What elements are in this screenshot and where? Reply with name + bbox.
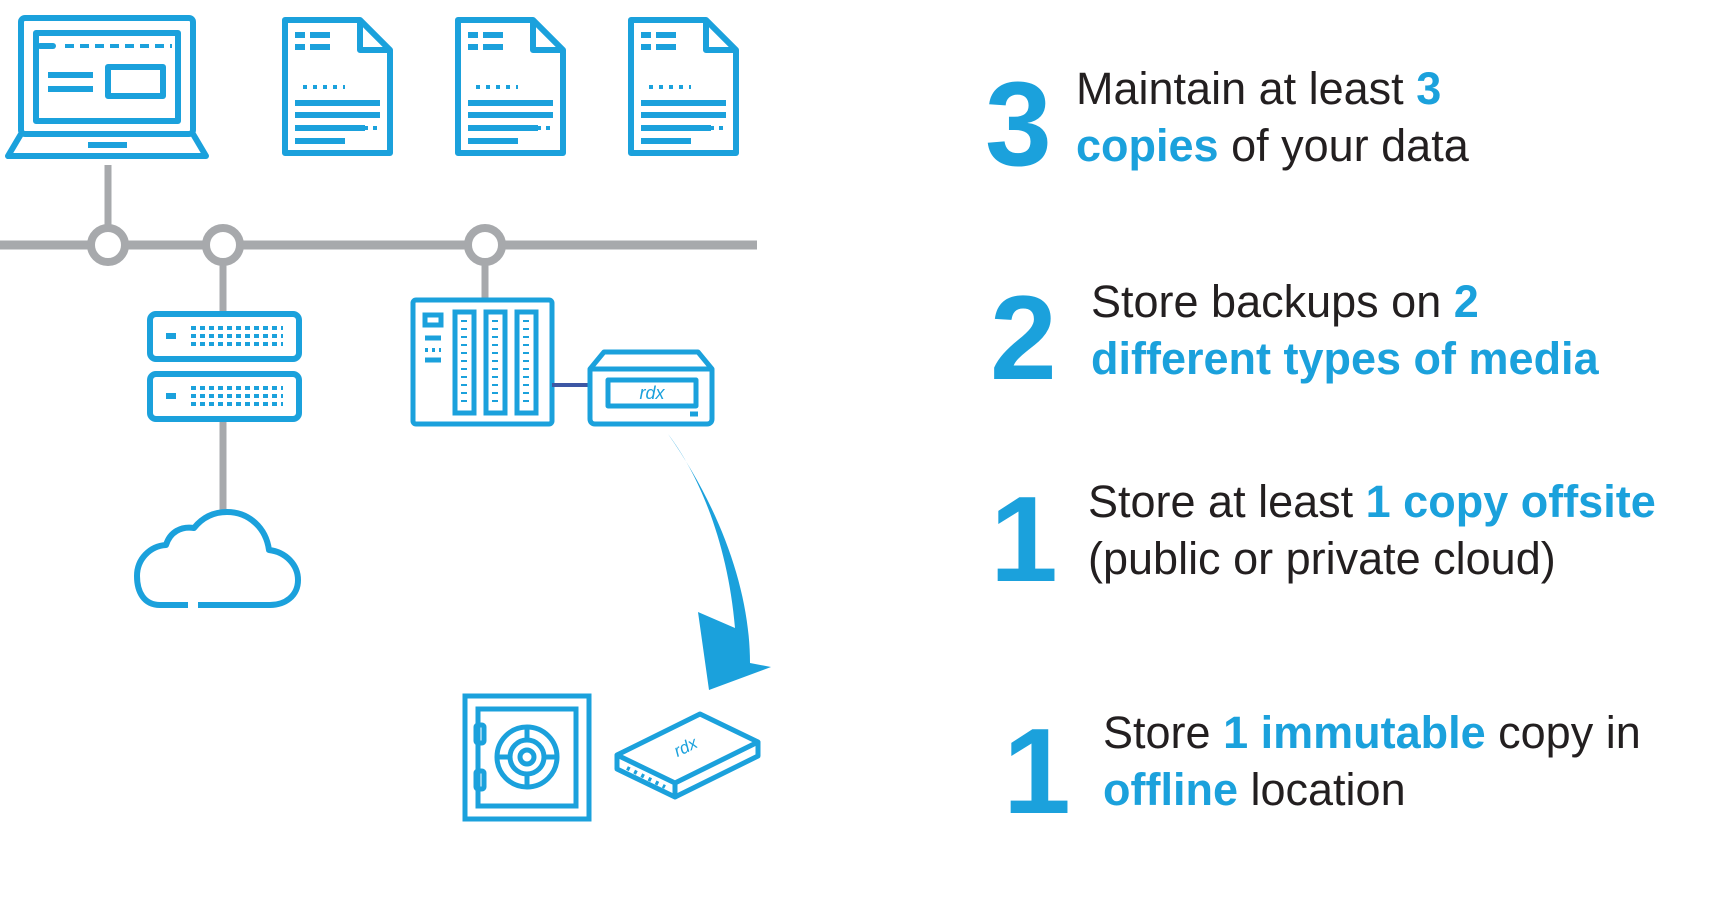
- rule-highlight: offline: [1103, 764, 1238, 815]
- rdx-cartridge-label: rdx: [671, 733, 701, 761]
- network-node: [464, 224, 506, 266]
- network-node: [87, 224, 129, 266]
- document-icon: [455, 17, 566, 156]
- document-icon: [282, 17, 393, 156]
- rule-text-part: Store backups on: [1091, 276, 1454, 327]
- rule-text-part: location: [1237, 764, 1406, 815]
- laptop-icon: [5, 15, 209, 159]
- rule-highlight: 3: [1416, 63, 1442, 114]
- rule-line: Maintain at least 3: [1076, 60, 1469, 117]
- rule-line: (public or private cloud): [1088, 530, 1656, 587]
- rule-text: Store at least 1 copy offsite (public or…: [1088, 473, 1656, 587]
- rule-number: 2: [990, 271, 1057, 405]
- rule-line: Store backups on 2: [1091, 273, 1599, 330]
- rule-highlight: different types of media: [1091, 333, 1599, 384]
- rule-highlight: 1 copy offsite: [1365, 476, 1656, 527]
- rule-line: different types of media: [1091, 330, 1599, 387]
- rule-number: 3: [985, 57, 1052, 191]
- rdx-cartridge-icon: [614, 711, 761, 800]
- rdx-label: rdx: [639, 383, 665, 403]
- rule-highlight: 1 immutable: [1223, 707, 1486, 758]
- network-node: [202, 224, 244, 266]
- rule-text: Maintain at least 3 copies of your data: [1076, 60, 1469, 174]
- rule-text: Store backups on 2 different types of me…: [1091, 273, 1599, 387]
- rule-line: Store at least 1 copy offsite: [1088, 473, 1656, 530]
- cloud-icon: [134, 509, 301, 608]
- arrow-icon: [668, 434, 771, 690]
- rule-line: Store 1 immutable copy in: [1103, 704, 1641, 761]
- nas-icon: [410, 297, 555, 427]
- rule-highlight: 2: [1453, 276, 1479, 327]
- rule-line: offline location: [1103, 761, 1641, 818]
- rule-text: Store 1 immutable copy in offline locati…: [1103, 704, 1641, 818]
- rule-text-part: Store: [1103, 707, 1224, 758]
- rule-highlight: copies: [1076, 120, 1219, 171]
- rule-line: copies of your data: [1076, 117, 1469, 174]
- rule-number: 1: [1003, 703, 1071, 839]
- rule-text-part: of your data: [1218, 120, 1469, 171]
- server-icon: [147, 311, 302, 422]
- safe-icon: [462, 693, 592, 822]
- rule-text-part: Store at least: [1088, 476, 1366, 527]
- rdx-drive-icon: [587, 349, 715, 427]
- rule-text-part: copy in: [1485, 707, 1641, 758]
- rule-text-part: (public or private cloud): [1088, 533, 1556, 584]
- rule-text-part: Maintain at least: [1076, 63, 1417, 114]
- document-icon: [628, 17, 739, 156]
- rule-number: 1: [990, 471, 1058, 607]
